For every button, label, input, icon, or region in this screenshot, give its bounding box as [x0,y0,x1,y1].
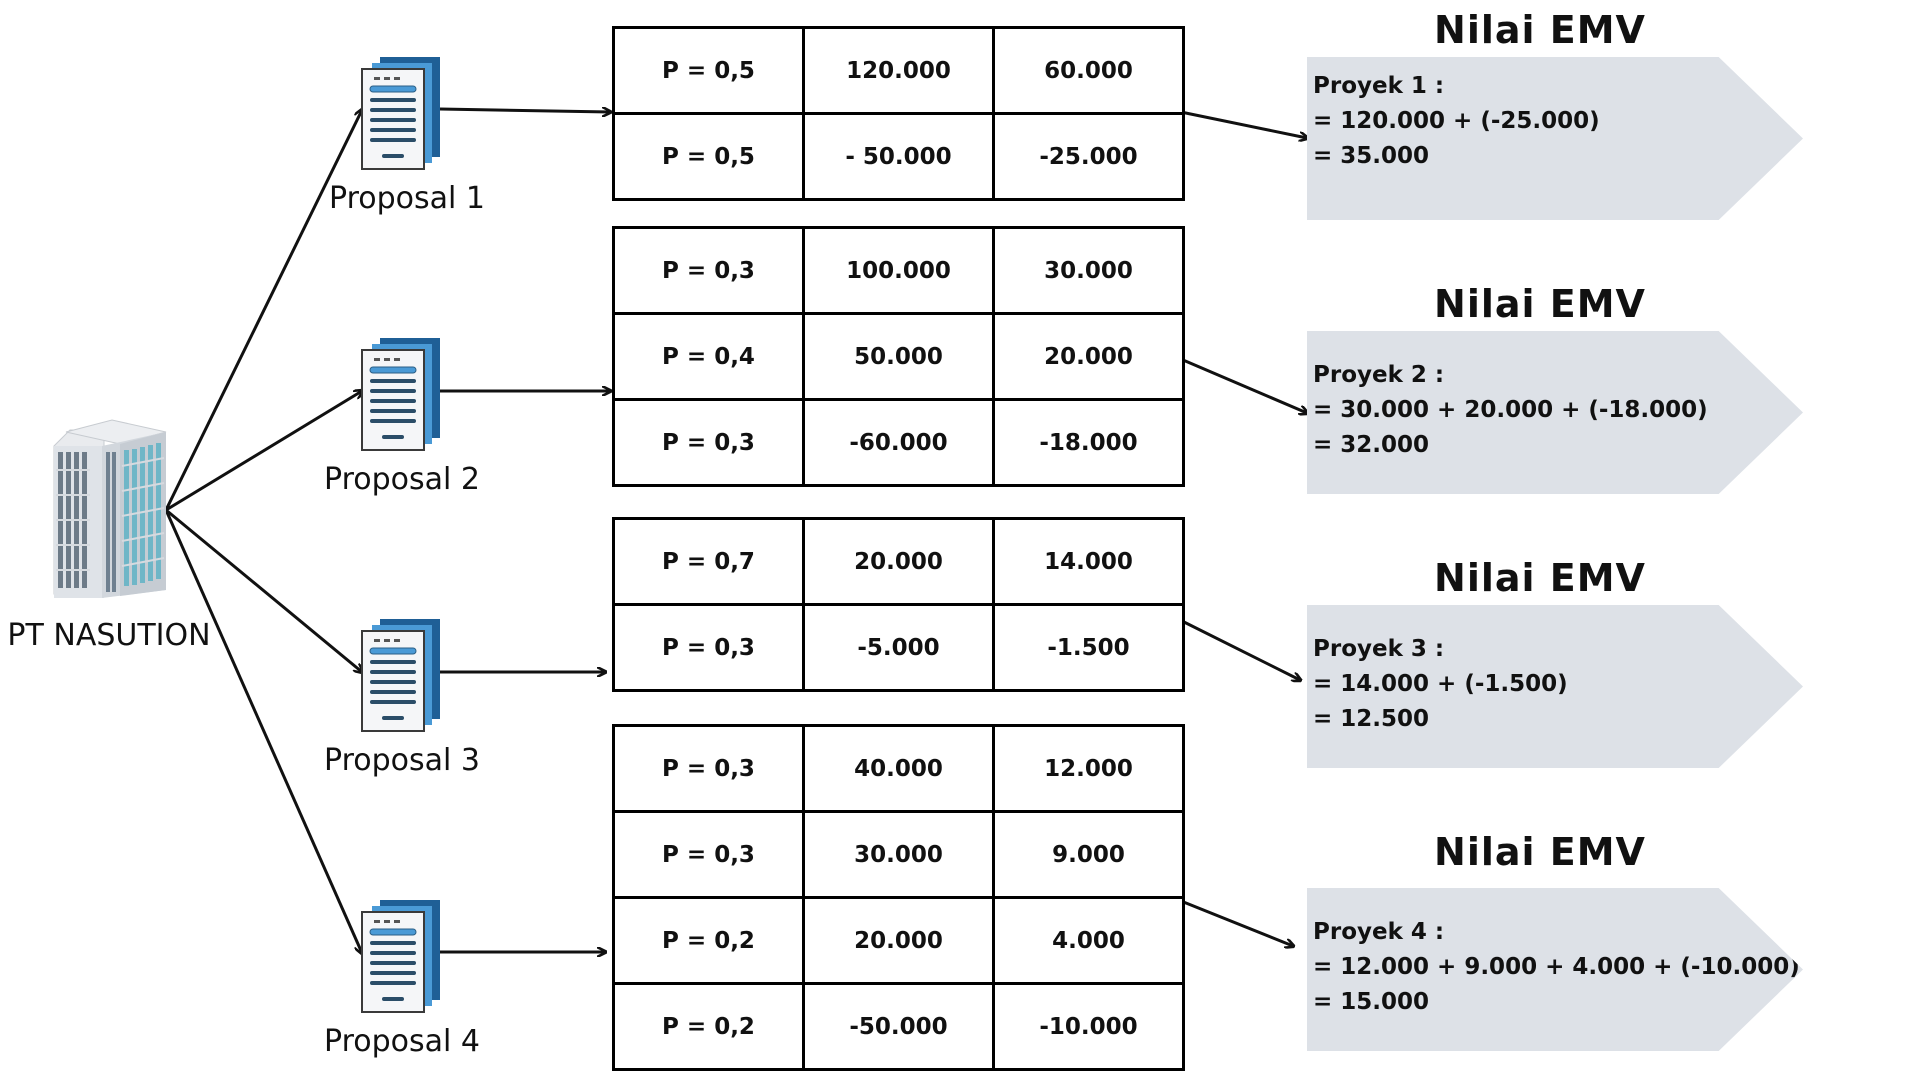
emv-result: = 32.000 [1313,432,1430,458]
outcome-table-3: P = 0,7 20.000 14.000 P = 0,3 -5.000 -1.… [612,517,1185,692]
emv-title-4: Nilai EMV [1434,830,1646,874]
probability-cell: P = 0,4 [612,312,805,401]
expected-value-cell: 4.000 [992,896,1185,985]
table-row: P = 0,3 100.000 30.000 [612,226,1185,315]
probability-cell: P = 0,5 [612,26,805,115]
emv-formula: = 120.000 + (-25.000) [1313,108,1600,134]
outcome-table-1: P = 0,5 120.000 60.000 P = 0,5 - 50.000 … [612,26,1185,201]
probability-cell: P = 0,3 [612,603,805,692]
emv-result: = 15.000 [1313,989,1430,1015]
outcome-table-4: P = 0,3 40.000 12.000 P = 0,3 30.000 9.0… [612,724,1185,1071]
arrow-table-3-to-emv [1175,616,1300,680]
emv-project-label: Proyek 1 : [1313,73,1445,99]
expected-value-cell: 12.000 [992,724,1185,813]
expected-value-cell: -1.500 [992,603,1185,692]
emv-result: = 12.500 [1313,706,1430,732]
expected-value-cell: 60.000 [992,26,1185,115]
table-row: P = 0,3 30.000 9.000 [612,810,1185,899]
proposal-label-1: Proposal 1 [329,181,485,216]
probability-cell: P = 0,2 [612,982,805,1071]
proposal-label-2: Proposal 2 [324,462,480,497]
emv-title-2: Nilai EMV [1434,282,1646,326]
table-row: P = 0,5 120.000 60.000 [612,26,1185,115]
table-row: P = 0,3 -5.000 -1.500 [612,603,1185,692]
payoff-cell: 100.000 [802,226,995,315]
expected-value-cell: -18.000 [992,398,1185,487]
emv-box-4: Proyek 4 : = 12.000 + 9.000 + 4.000 + (-… [1307,888,1803,1051]
payoff-cell: - 50.000 [802,112,995,201]
payoff-cell: 20.000 [802,517,995,606]
probability-cell: P = 0,5 [612,112,805,201]
emv-project-label: Proyek 2 : [1313,362,1445,388]
probability-cell: P = 0,3 [612,226,805,315]
expected-value-cell: -25.000 [992,112,1185,201]
probability-cell: P = 0,3 [612,810,805,899]
arrow-company-to-proposal-1 [164,110,362,511]
company-label: PT NASUTION [7,618,211,653]
expected-value-cell: -10.000 [992,982,1185,1071]
probability-cell: P = 0,3 [612,724,805,813]
proposal-label-4: Proposal 4 [324,1024,480,1059]
payoff-cell: -5.000 [802,603,995,692]
table-row: P = 0,4 50.000 20.000 [612,312,1185,401]
payoff-cell: 120.000 [802,26,995,115]
payoff-cell: -60.000 [802,398,995,487]
arrow-table-1-to-emv [1175,109,1307,138]
emv-formula: = 12.000 + 9.000 + 4.000 + (-10.000) [1313,954,1800,980]
payoff-cell: 40.000 [802,724,995,813]
arrow-company-to-proposal-4 [164,509,362,953]
emv-project-label: Proyek 3 : [1313,636,1445,662]
expected-value-cell: 30.000 [992,226,1185,315]
probability-cell: P = 0,3 [612,398,805,487]
emv-box-2: Proyek 2 : = 30.000 + 20.000 + (-18.000)… [1307,331,1803,494]
arrow-company-to-proposal-3 [165,508,362,672]
expected-value-cell: 20.000 [992,312,1185,401]
payoff-cell: 20.000 [802,896,995,985]
arrow-proposal-1-to-table [439,109,610,112]
emv-result: = 35.000 [1313,143,1430,169]
probability-cell: P = 0,7 [612,517,805,606]
arrow-company-to-proposal-2 [165,391,362,512]
arrow-table-2-to-emv [1175,355,1307,413]
outcome-table-2: P = 0,3 100.000 30.000 P = 0,4 50.000 20… [612,226,1185,487]
probability-cell: P = 0,2 [612,896,805,985]
table-row: P = 0,7 20.000 14.000 [612,517,1185,606]
emv-box-1: Proyek 1 : = 120.000 + (-25.000) = 35.00… [1307,57,1803,220]
payoff-cell: 50.000 [802,312,995,401]
payoff-cell: 30.000 [802,810,995,899]
proposal-label-3: Proposal 3 [324,743,480,778]
emv-title-3: Nilai EMV [1434,556,1646,600]
table-row: P = 0,3 -60.000 -18.000 [612,398,1185,487]
table-row: P = 0,2 20.000 4.000 [612,896,1185,985]
emv-project-label: Proyek 4 : [1313,919,1445,945]
expected-value-cell: 14.000 [992,517,1185,606]
emv-box-3: Proyek 3 : = 14.000 + (-1.500) = 12.500 [1307,605,1803,768]
emv-formula: = 30.000 + 20.000 + (-18.000) [1313,397,1708,423]
arrow-table-4-to-emv [1175,897,1293,946]
emv-formula: = 14.000 + (-1.500) [1313,671,1568,697]
table-row: P = 0,5 - 50.000 -25.000 [612,112,1185,201]
payoff-cell: -50.000 [802,982,995,1071]
table-row: P = 0,3 40.000 12.000 [612,724,1185,813]
emv-title-1: Nilai EMV [1434,8,1646,52]
table-row: P = 0,2 -50.000 -10.000 [612,982,1185,1071]
expected-value-cell: 9.000 [992,810,1185,899]
